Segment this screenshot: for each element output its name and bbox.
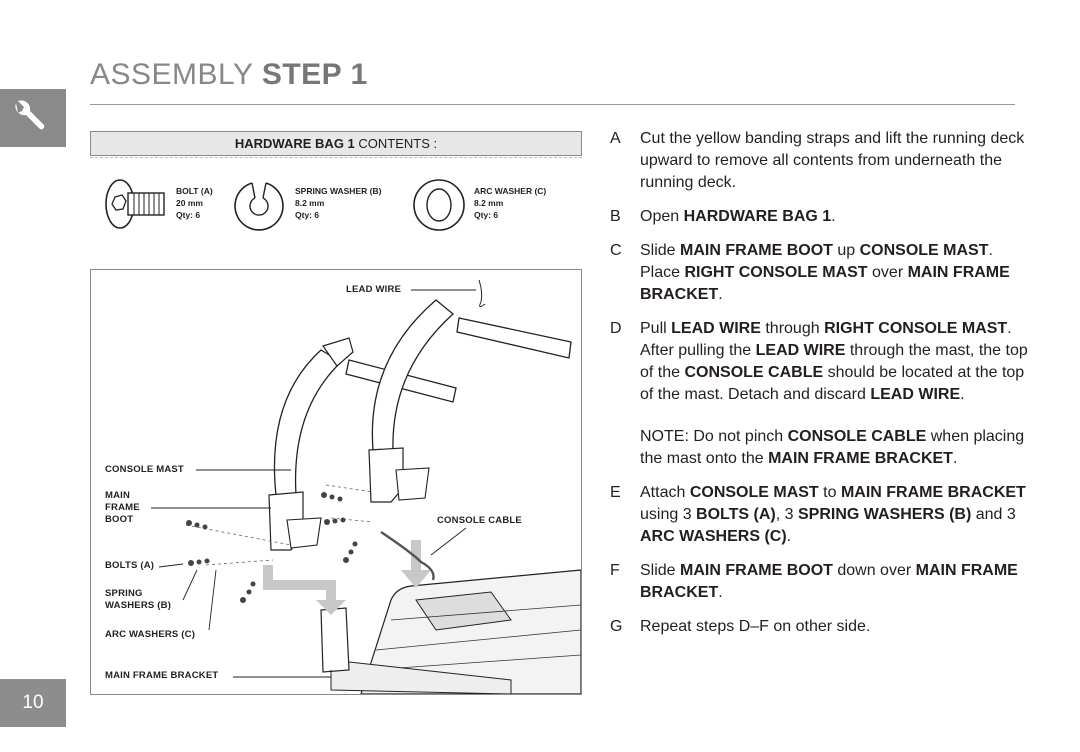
- assembly-diagram: LEAD WIRE CONSOLE MAST MAIN FRAME BOOT C…: [90, 269, 582, 695]
- callout-console-mast: CONSOLE MAST: [105, 464, 184, 475]
- part-bolt-label: BOLT (A) 20 mm Qty: 6: [176, 185, 213, 221]
- step-e: E Attach CONSOLE MAST to MAIN FRAME BRACK…: [610, 482, 1030, 548]
- step-letter: B: [610, 208, 621, 225]
- arc-washer-icon: [413, 179, 465, 231]
- step-d: D Pull LEAD WIRE through RIGHT CONSOLE MA…: [610, 318, 1030, 406]
- step-b: B Open HARDWARE BAG 1.: [610, 206, 1030, 228]
- section-tab: [0, 89, 66, 147]
- bolt-icon: [105, 179, 165, 229]
- step-letter: G: [610, 618, 623, 635]
- part-qty: Qty: 6: [474, 210, 499, 220]
- callout-line: WASHERS (B): [105, 600, 172, 611]
- step-text: Cut the yellow banding straps and lift t…: [640, 130, 1025, 191]
- page-number: 10: [0, 679, 66, 727]
- step-letter: C: [610, 242, 622, 259]
- callout-line: BOOT: [105, 514, 134, 525]
- callout-main-frame-boot: MAIN FRAME BOOT: [105, 490, 140, 526]
- callout-line: FRAME: [105, 502, 140, 513]
- step-note: NOTE: Do not pinch CONSOLE CABLE when pl…: [610, 426, 1030, 470]
- step-text: Slide MAIN FRAME BOOT up CONSOLE MAST. P…: [640, 242, 1010, 303]
- step-text: Slide MAIN FRAME BOOT down over MAIN FRA…: [640, 562, 1018, 601]
- title-light: ASSEMBLY: [90, 58, 253, 91]
- title-bold: STEP 1: [261, 58, 368, 91]
- callout-spring-washers: SPRING WASHERS (B): [105, 588, 171, 612]
- hardware-bag-title: HARDWARE BAG 1: [234, 136, 355, 151]
- part-size: 20 mm: [176, 198, 203, 208]
- page-title: ASSEMBLY STEP 1: [90, 58, 368, 92]
- callout-line: SPRING: [105, 588, 143, 599]
- hardware-bag-title-rest: CONTENTS :: [354, 136, 438, 151]
- callout-console-cable: CONSOLE CABLE: [437, 515, 522, 526]
- part-qty: Qty: 6: [176, 210, 201, 220]
- step-text: NOTE: Do not pinch CONSOLE CABLE when pl…: [640, 428, 1025, 467]
- part-arc-washer-label: ARC WASHER (C) 8.2 mm Qty: 6: [474, 185, 546, 221]
- callout-main-frame-bracket: MAIN FRAME BRACKET: [105, 670, 219, 681]
- step-letter: E: [610, 484, 621, 501]
- step-a: A Cut the yellow banding straps and lift …: [610, 128, 1030, 194]
- step-text: Repeat steps D–F on other side.: [640, 618, 871, 635]
- callout-arc-washers: ARC WASHERS (C): [105, 629, 196, 640]
- callout-lead-wire: LEAD WIRE: [346, 284, 402, 295]
- step-letter: A: [610, 130, 621, 147]
- part-qty: Qty: 6: [295, 210, 320, 220]
- step-f: F Slide MAIN FRAME BOOT down over MAIN FR…: [610, 560, 1030, 604]
- wrench-icon: [15, 100, 45, 130]
- hardware-bag-header: HARDWARE BAG 1 CONTENTS :: [90, 131, 582, 156]
- step-letter: D: [610, 320, 622, 337]
- step-letter: F: [610, 562, 620, 579]
- part-name: BOLT (A): [176, 186, 213, 196]
- spring-washer-icon: [234, 182, 284, 231]
- callout-line: MAIN: [105, 490, 131, 501]
- part-spring-washer-label: SPRING WASHER (B) 8.2 mm Qty: 6: [295, 185, 381, 221]
- assembly-steps: A Cut the yellow banding straps and lift …: [610, 128, 1030, 650]
- part-size: 8.2 mm: [295, 198, 325, 208]
- step-text: Open HARDWARE BAG 1.: [640, 208, 836, 225]
- part-name: SPRING WASHER (B): [295, 186, 382, 196]
- step-g: G Repeat steps D–F on other side.: [610, 616, 1030, 638]
- part-name: ARC WASHER (C): [474, 186, 547, 196]
- step-c: C Slide MAIN FRAME BOOT up CONSOLE MAST. …: [610, 240, 1030, 306]
- divider: [90, 157, 582, 158]
- step-text: Attach CONSOLE MAST to MAIN FRAME BRACKE…: [640, 484, 1026, 545]
- callout-bolts-a: BOLTS (A): [105, 560, 155, 571]
- assembly-illustration: [151, 279, 581, 694]
- step-text: Pull LEAD WIRE through RIGHT CONSOLE MAS…: [640, 320, 1028, 403]
- title-rule: [90, 104, 1015, 105]
- part-size: 8.2 mm: [474, 198, 504, 208]
